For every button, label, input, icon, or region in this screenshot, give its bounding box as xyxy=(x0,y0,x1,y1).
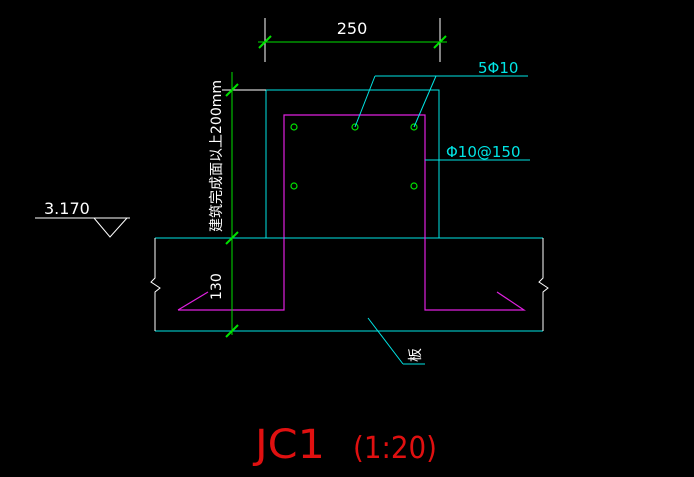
bar-dot xyxy=(351,123,359,131)
bar-dot xyxy=(410,123,418,131)
bar-dot xyxy=(290,123,298,131)
height-note: 建筑完成面以上200mm xyxy=(209,80,225,232)
stirrup-rebar xyxy=(177,114,526,311)
curb-outline xyxy=(265,89,440,239)
bar-dot xyxy=(290,182,298,190)
height-dimension: 建筑完成面以上200mm 130 xyxy=(209,72,266,338)
longitudinal-bars xyxy=(290,123,418,190)
top-bars-label: 5Φ10 xyxy=(478,59,518,77)
top-bars-leader: 5Φ10 xyxy=(354,59,528,128)
slab-label: 板 xyxy=(408,348,424,362)
drawing-title: JC1 xyxy=(252,422,325,468)
elevation-marker: 3.170 xyxy=(35,199,130,238)
stirrup-label: Φ10@150 xyxy=(446,143,521,161)
width-dimension: 250 xyxy=(258,18,447,62)
slab xyxy=(150,237,549,332)
depth-dimension-label: 130 xyxy=(209,273,225,300)
bar-dot xyxy=(410,182,418,190)
width-dimension-label: 250 xyxy=(337,19,368,38)
drawing-scale: (1:20) xyxy=(353,431,437,466)
elevation-label: 3.170 xyxy=(44,199,90,218)
stirrup-leader: Φ10@150 xyxy=(425,143,530,161)
slab-leader: 板 xyxy=(367,317,425,365)
